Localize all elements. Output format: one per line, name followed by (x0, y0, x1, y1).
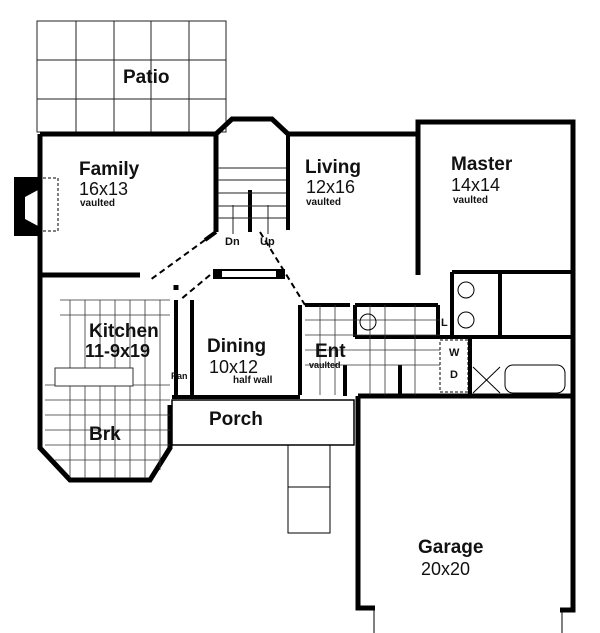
room-dims-garage: 20x20 (421, 559, 471, 579)
washer-label: W (449, 347, 460, 359)
stairs-down-label: Dn (225, 236, 240, 248)
room-dims-living: 12x16 (306, 177, 356, 197)
fireplace (14, 177, 38, 236)
room-label-family: Family (79, 159, 140, 180)
room-label-patio: Patio (123, 67, 170, 88)
room-label-garage: Garage (418, 537, 484, 558)
room-label-entry: Ent (315, 341, 346, 362)
dryer-label: D (450, 369, 458, 381)
room-label-porch: Porch (209, 409, 263, 430)
room-note-living: vaulted (306, 197, 342, 208)
room-dims-master: 14x14 (451, 175, 501, 195)
half-wall-note: half wall (233, 375, 273, 386)
room-note-master: vaulted (453, 195, 489, 206)
stairs-up-label: Up (260, 236, 275, 248)
pantry-label: Pan (171, 371, 188, 381)
linen-label: L (441, 317, 448, 329)
room-label-master: Master (451, 154, 513, 175)
room-note-entry: vaulted (309, 360, 341, 370)
stairs (218, 167, 286, 234)
room-label-dining: Dining (207, 336, 267, 357)
room-dims-family: 16x13 (79, 179, 129, 199)
room-label-breakfast: Brk (89, 424, 121, 445)
room-dims-kitchen: 11-9x19 (85, 341, 151, 361)
room-dims-dining: 10x12 (209, 357, 259, 377)
room-label-kitchen: Kitchen (89, 321, 159, 342)
room-label-living: Living (305, 157, 361, 178)
room-note-family: vaulted (80, 198, 116, 209)
exterior-walls (37, 116, 576, 613)
